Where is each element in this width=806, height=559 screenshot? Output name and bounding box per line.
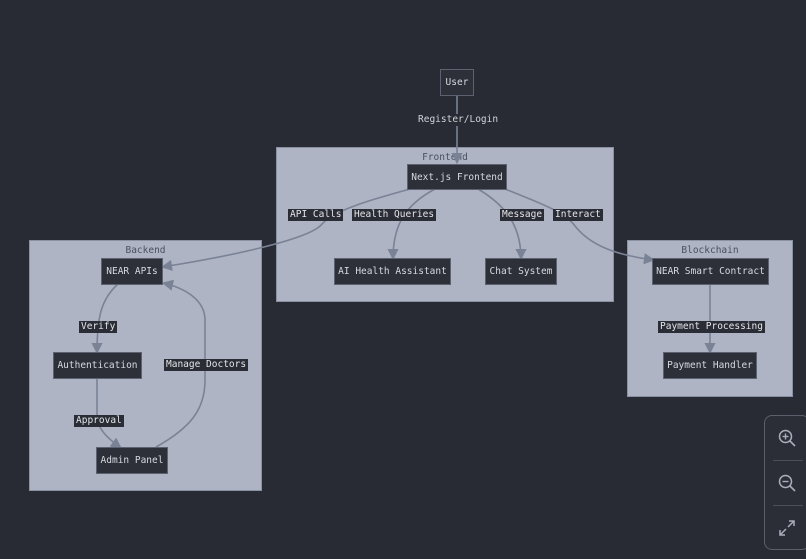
zoom-separator (773, 505, 803, 506)
zoom-in-icon (778, 429, 796, 447)
admin-panel-node-label: Admin Panel (100, 455, 164, 466)
edge-admin-apis (155, 279, 206, 448)
edge-nextjs-near-apis (160, 188, 411, 271)
authentication-node[interactable]: Authentication (53, 352, 142, 379)
payment-handler-node-label: Payment Handler (667, 360, 753, 371)
zoom-controls (764, 415, 806, 550)
edge-nextjs-ai (387, 188, 436, 261)
chat-system-node[interactable]: Chat System (485, 258, 557, 285)
edge-label-payment-processing: Payment Processing (658, 321, 765, 333)
edge-label-message: Message (500, 209, 545, 221)
edge-label-register-login: Register/Login (416, 114, 501, 126)
edge-label-verify: Verify (79, 321, 118, 333)
near-apis-node-label: NEAR APIs (106, 266, 158, 277)
fit-view-button[interactable] (765, 506, 806, 550)
nextjs-frontend-node-label: Next.js Frontend (411, 171, 503, 183)
edge-nextjs-contract (504, 188, 656, 265)
ai-health-assistant-node[interactable]: AI Health Assistant (334, 258, 451, 285)
edge-label-interact: Interact (553, 209, 603, 221)
edge-label-approval: Approval (74, 415, 124, 427)
edge-label-health-queries: Health Queries (352, 209, 437, 221)
user-node[interactable]: User (440, 69, 474, 96)
backend-cluster-title: Backend (125, 245, 166, 256)
chat-system-node-label: Chat System (489, 266, 553, 277)
edge-apis-auth (91, 283, 119, 355)
payment-handler-node[interactable]: Payment Handler (663, 352, 757, 379)
blockchain-cluster-title: Blockchain (681, 245, 739, 256)
ai-health-assistant-node-label: AI Health Assistant (338, 266, 447, 277)
zoom-out-button[interactable] (765, 461, 806, 505)
zoom-out-icon (778, 474, 796, 492)
frontend-cluster-title: Frontend (422, 152, 468, 163)
zoom-in-button[interactable] (765, 416, 806, 460)
admin-panel-node[interactable]: Admin Panel (96, 447, 168, 474)
zoom-separator (773, 460, 803, 461)
edge-label-manage-doctors: Manage Doctors (164, 359, 249, 371)
authentication-node-label: Authentication (57, 360, 138, 371)
expand-icon (779, 520, 795, 536)
near-smart-contract-node[interactable]: NEAR Smart Contract (652, 258, 769, 285)
nextjs-frontend-node[interactable]: Next.js Frontend (407, 164, 507, 190)
edge-auth-admin (96, 378, 122, 449)
near-smart-contract-node-label: NEAR Smart Contract (656, 266, 765, 277)
user-node-label: User (445, 77, 469, 88)
edge-nextjs-chat (477, 188, 527, 261)
near-apis-node[interactable]: NEAR APIs (101, 258, 163, 285)
edge-label-api-calls: API Calls (288, 209, 344, 221)
